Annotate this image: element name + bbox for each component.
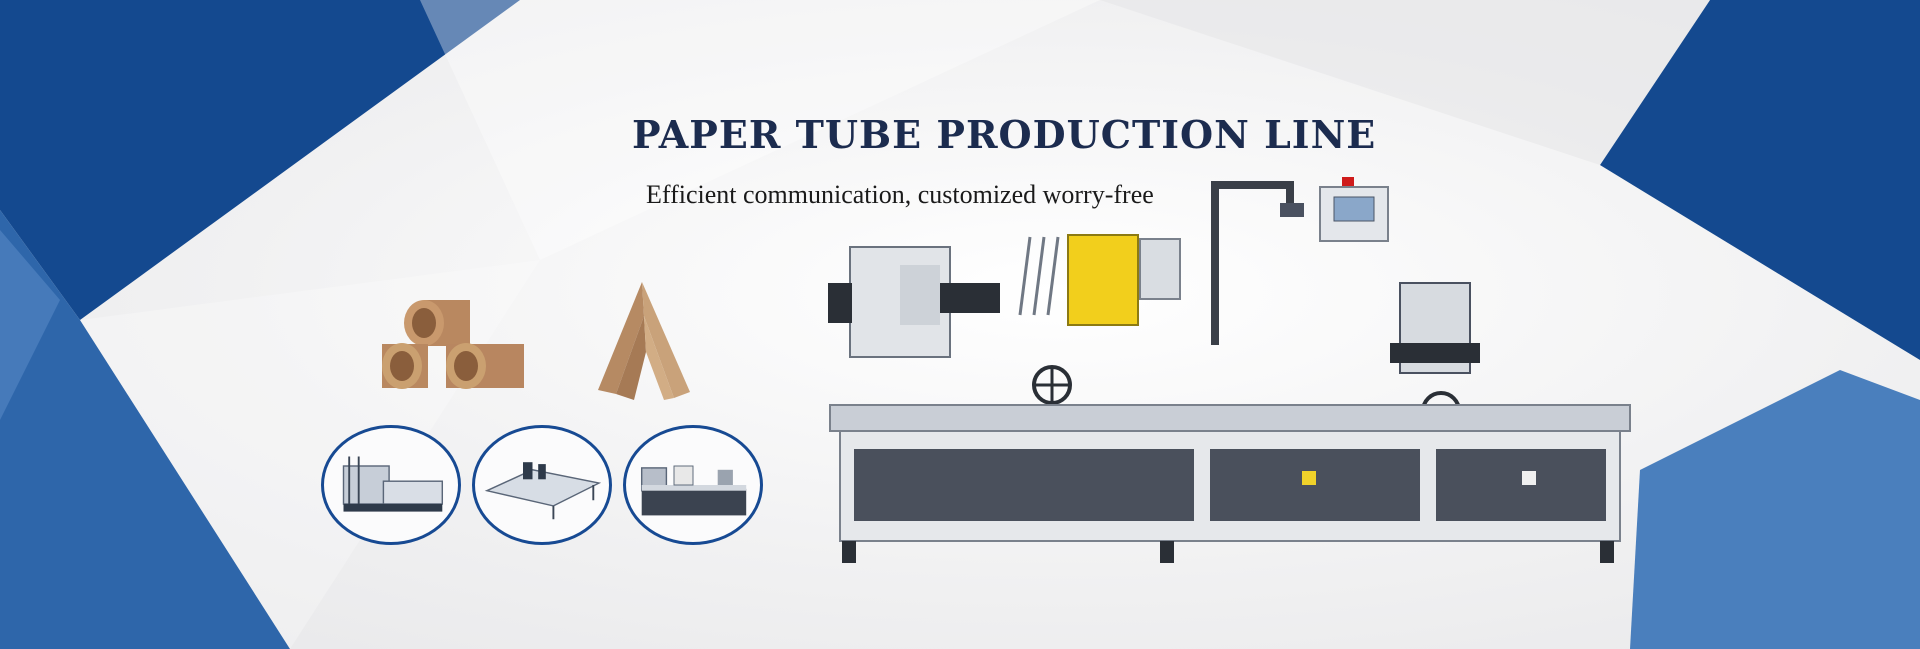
paper-tube-machine-icon bbox=[640, 465, 747, 516]
paper-angle-protector-icon bbox=[598, 282, 690, 400]
paper-tube-machine-icon bbox=[484, 462, 602, 520]
paper-tubes-icon bbox=[382, 300, 524, 389]
production-line-thumbnail-2[interactable] bbox=[472, 425, 612, 545]
production-line-thumbnail-1[interactable] bbox=[321, 425, 461, 545]
paper-tube-machine-icon bbox=[828, 177, 1631, 563]
production-line-thumbnail-3[interactable] bbox=[623, 425, 763, 545]
paper-tube-machine-icon bbox=[342, 456, 444, 512]
banner-title: PAPER TUBE PRODUCTION LINE bbox=[632, 112, 1377, 157]
banner-subtitle: Efficient communication, customized worr… bbox=[646, 180, 1154, 209]
